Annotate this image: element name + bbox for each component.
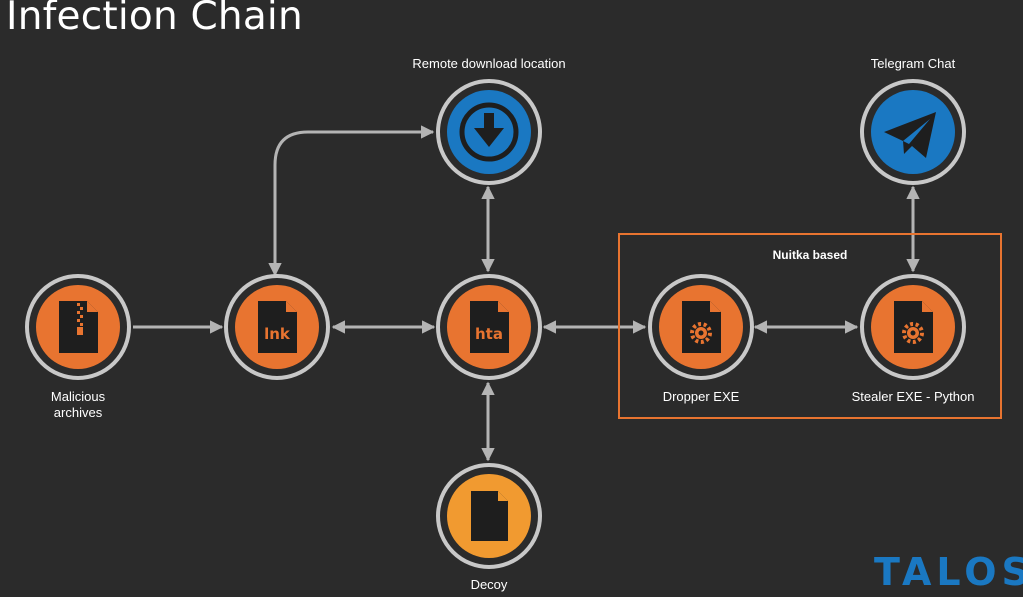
- page-title: Infection Chain: [6, 0, 303, 39]
- document-icon: [471, 491, 508, 541]
- node-dropper-exe: [648, 274, 754, 380]
- download-icon: [459, 102, 519, 162]
- lnk-file-text: lnk: [264, 325, 291, 343]
- label-malicious-line1: Malicious: [50, 389, 106, 404]
- label-dropper-exe: Dropper EXE: [662, 389, 740, 404]
- node-decoy: [436, 463, 542, 569]
- nuitka-group-label: Nuitka based: [772, 248, 848, 262]
- file-icon: [470, 301, 509, 353]
- node-stealer-exe: [860, 274, 966, 380]
- label-decoy: Decoy: [470, 577, 508, 592]
- label-malicious-line2: archives: [53, 405, 103, 420]
- node-telegram-chat: [860, 79, 966, 185]
- gear-file-icon: [682, 301, 721, 353]
- label-telegram-chat: Telegram Chat: [870, 56, 956, 71]
- gear-file-icon: [894, 301, 933, 353]
- hta-file-text: hta: [475, 325, 503, 343]
- label-stealer-exe: Stealer EXE - Python: [851, 389, 975, 404]
- label-remote-download: Remote download location: [412, 56, 566, 71]
- talos-logo: TALOS: [874, 550, 1023, 594]
- zip-file-icon: [59, 301, 98, 353]
- label-malicious-archives: Malicious archives: [18, 389, 138, 421]
- file-icon: [258, 301, 297, 353]
- node-lnk: lnk: [224, 274, 330, 380]
- node-malicious-archives: [25, 274, 131, 380]
- connectors: [133, 125, 920, 462]
- telegram-icon: [884, 112, 936, 158]
- node-remote-download: [436, 79, 542, 185]
- nuitka-group-box: [618, 233, 1002, 419]
- node-hta: hta: [436, 274, 542, 380]
- edge-lnk-remote: [268, 125, 435, 277]
